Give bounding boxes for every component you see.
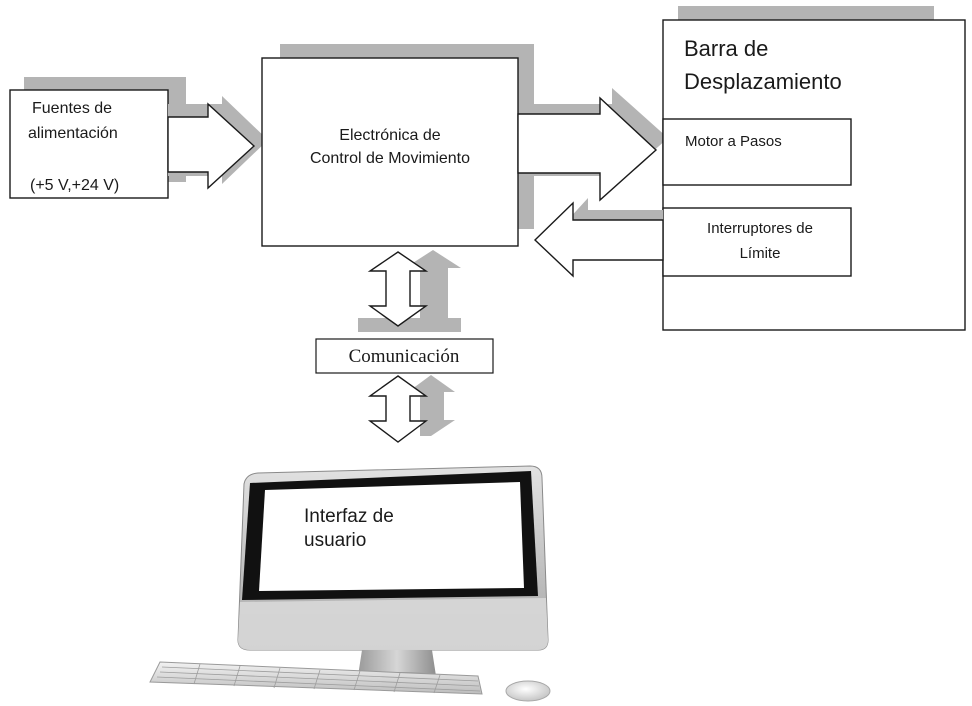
communication-box [315, 338, 494, 374]
power-supply-voltage-label: (+5 V,+24 V) [30, 177, 119, 194]
comm-computer-double-arrow [367, 375, 455, 443]
communication-block: Comunicación [315, 338, 494, 374]
power-to-controller-arrow [167, 96, 268, 190]
bar-shadow [678, 6, 934, 20]
power-supply-label-line1: Fuentes de [32, 100, 112, 117]
computer-mouse [505, 680, 551, 702]
stepper-motor-box [662, 118, 852, 186]
bar-title-line2: Desplazamiento [684, 69, 842, 94]
keyboard-keys [156, 663, 481, 694]
controller-label-line2: Control de Movimiento [310, 150, 470, 167]
power-supply-label-line2: alimentación [28, 125, 118, 142]
switch-arrow [533, 201, 664, 278]
motor-arrow [517, 96, 658, 202]
controller-comm-double-arrow [358, 250, 461, 332]
limit-switches-box [662, 207, 852, 277]
screen-display [259, 482, 524, 591]
upper-double-arrow [367, 251, 429, 327]
displacement-bar-block: Barra de Desplazamiento Motor a Pasos In… [662, 6, 966, 331]
stepper-motor-label: Motor a Pasos [685, 133, 782, 150]
power-supply-box [9, 89, 169, 199]
upper-double-arrow-shadow [358, 250, 461, 332]
switches-to-controller-arrow [533, 198, 664, 278]
bar-title-line1: Barra de [684, 36, 768, 61]
limit-switches-label-line1: Interruptores de [707, 220, 813, 237]
lower-double-arrow [367, 375, 429, 443]
power-supply-block: Fuentes de alimentación (+5 V,+24 V) [9, 77, 186, 199]
monitor-chin [238, 598, 548, 650]
power-arrow [167, 102, 256, 190]
user-interface-label-line2: usuario [304, 530, 366, 551]
motion-controller-block: Electrónica de Control de Movimiento [261, 44, 534, 247]
limit-switches-label-line2: Límite [740, 245, 781, 262]
computer-illustration: Interfaz de usuario [149, 465, 551, 702]
communication-label: Comunicación [349, 346, 460, 367]
monitor-stand [358, 650, 436, 676]
controller-to-motor-arrow [517, 88, 668, 202]
controller-label-line1: Electrónica de [339, 127, 440, 144]
lower-double-arrow-shadow [408, 375, 455, 436]
user-interface-label-line1: Interfaz de [304, 506, 394, 527]
